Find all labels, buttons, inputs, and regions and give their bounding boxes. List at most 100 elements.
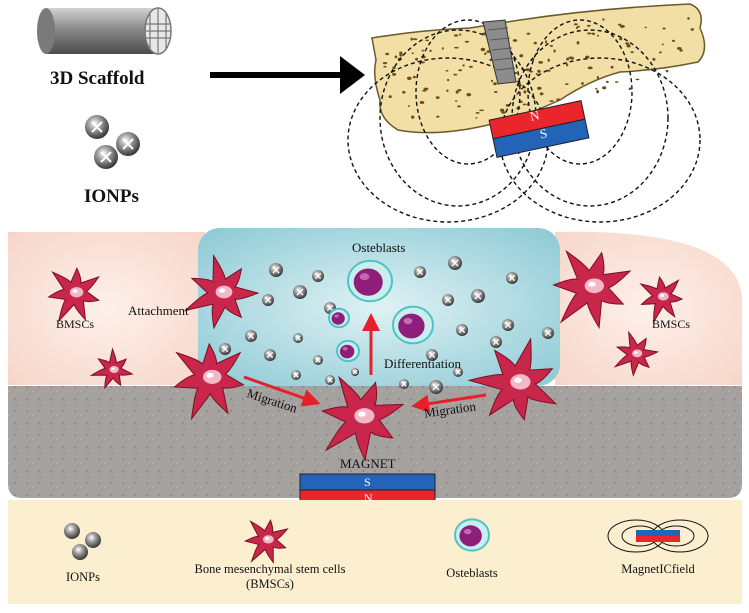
legend-field-icon [607,519,709,553]
migration-arrow-left [243,375,321,407]
bone-pore [466,93,472,97]
bone-pore [576,41,580,45]
bone-pore [475,112,480,114]
osteoblast-highlight [342,347,348,351]
bone-pore [610,65,614,69]
bone-pore [388,95,392,98]
bone-pore [547,58,550,62]
bone-pore [596,90,599,94]
bone-pore [519,54,524,58]
osteoblast-highlight [334,314,339,318]
bmsc-right-label: BMSCs [652,317,691,331]
bone-pore [385,52,390,56]
bmsc-left-label: BMSCs [56,317,95,331]
bone-pore [595,87,598,90]
bone-pore [687,17,690,20]
bone-pore [493,82,497,86]
bone-pore [605,80,609,83]
bone-pore [411,52,414,55]
bone-pore [512,39,518,42]
hydrogel-region [198,228,560,386]
nanoparticle-glint [314,272,322,280]
bone-pore [525,68,530,72]
bone-pore [412,38,418,41]
osteoblast-highlight [359,273,370,281]
bone-pore [454,100,458,102]
nanoparticle-glint [326,304,334,312]
bone-pore [446,89,449,93]
bmsc-nucleolus [634,351,638,354]
bone-pore [628,87,632,91]
bmsc-nucleolus [72,289,78,293]
bone-pore [565,63,569,67]
bone-pore [402,90,406,94]
bone-pore [522,103,527,106]
nanoparticle-glint [295,335,301,341]
nanoparticle-glint [508,274,516,282]
bone-pore [529,70,534,73]
nanoparticle-glint [272,266,280,274]
bone-pore [545,40,548,44]
bone-pore [602,86,607,90]
nanoparticle-glint [327,377,333,383]
attachment-label: Attachment [128,303,189,318]
bone-pore [383,65,387,68]
bone-pore [480,47,486,52]
nanoparticle-glint [296,288,304,296]
legend-bmsc-label: Bone mesenchymal stem cells (BMSCs) [194,562,346,591]
bone-pore [479,109,485,112]
bone-pore [690,28,695,31]
bone-pore [618,23,622,26]
bone-pore [501,111,506,114]
bone-pore [662,27,666,30]
bone-pore [421,49,424,52]
bone-pore [382,62,388,65]
bone-pore [539,92,544,96]
nanoparticle-glint [266,351,274,359]
bone-pore [445,70,449,72]
nanoparticle-glint [293,372,299,378]
nanoparticle-glint [504,321,512,329]
magnet-label: MAGNET [340,456,396,471]
nanoparticle-glint [264,296,272,304]
bone-pore [412,75,416,79]
bottom-magnet-north: N [364,491,373,505]
ionps-icon [85,115,140,169]
nanoparticle-glint [221,345,229,353]
bone-pore [652,57,656,61]
bone-pore [464,40,470,43]
bone-pore [581,82,584,85]
bone-pore [619,24,625,28]
bone-pore [499,108,505,112]
bone-pore [457,105,461,108]
bone-pore [392,66,396,69]
bone-pore [535,73,539,76]
bone-pore [549,100,554,102]
bottom-magnet-south: S [364,475,371,489]
bone-pore [410,37,413,41]
bone-pore [676,47,682,50]
bone-pore [459,33,462,36]
bone-pore [446,78,450,82]
bmsc-nucleolus [659,294,665,297]
bone-pore [399,51,403,55]
bone-pore [602,18,605,21]
osteoblast-highlight [403,317,413,325]
bone-pore [553,49,556,53]
osteoblast-nucleus [459,525,482,547]
bone-pore [458,69,463,72]
bone-pore [576,26,579,29]
bone-pore [665,69,669,73]
substrate-scaffold [8,386,742,498]
bone-pore [436,115,440,118]
bone-pore [538,61,544,64]
tissue-right [555,231,742,385]
bone-pore [661,43,664,46]
bone-pore [587,66,593,70]
bone-pore [457,89,462,92]
scaffold-icon [37,7,172,55]
nanoparticle-glint [492,338,500,346]
nanoparticle-glint [544,329,552,337]
implant-rod [482,19,517,85]
